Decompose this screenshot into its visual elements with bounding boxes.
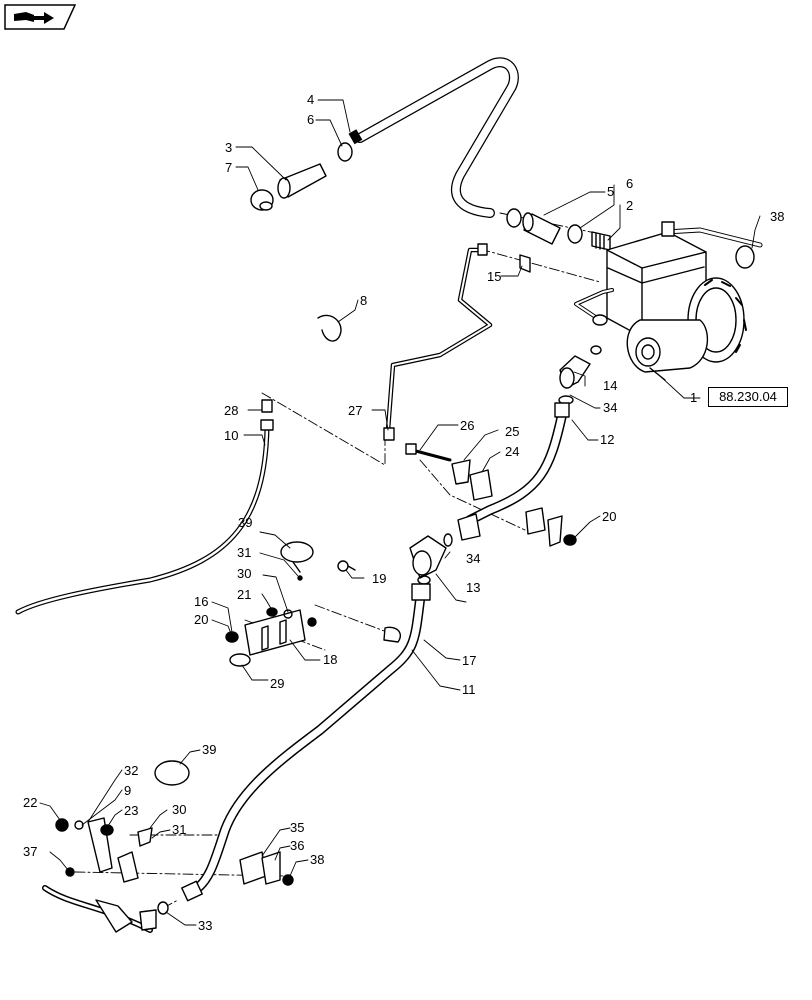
callout-17[interactable]: 17 <box>462 653 476 668</box>
callout-2[interactable]: 2 <box>626 198 633 213</box>
callout-31a[interactable]: 31 <box>237 545 251 560</box>
callout-4[interactable]: 4 <box>307 92 314 107</box>
callout-26[interactable]: 26 <box>460 418 474 433</box>
callout-10[interactable]: 10 <box>224 428 238 443</box>
callout-29[interactable]: 29 <box>270 676 284 691</box>
callout-33[interactable]: 33 <box>198 918 212 933</box>
callout-19[interactable]: 19 <box>372 571 386 586</box>
callout-15[interactable]: 15 <box>487 269 501 284</box>
callout-18[interactable]: 18 <box>323 652 337 667</box>
callout-31b[interactable]: 31 <box>172 822 186 837</box>
callout-38b[interactable]: 38 <box>310 852 324 867</box>
callout-14[interactable]: 14 <box>603 378 617 393</box>
callout-34a[interactable]: 34 <box>603 400 617 415</box>
callout-11[interactable]: 11 <box>462 682 476 697</box>
callout-9[interactable]: 9 <box>124 783 131 798</box>
callout-30a[interactable]: 30 <box>237 566 251 581</box>
callout-25[interactable]: 25 <box>505 424 519 439</box>
callout-1[interactable]: 1 <box>690 390 697 405</box>
callout-38a[interactable]: 38 <box>770 209 784 224</box>
callout-37[interactable]: 37 <box>23 844 37 859</box>
callout-39b[interactable]: 39 <box>202 742 216 757</box>
callout-5[interactable]: 5 <box>607 184 614 199</box>
callout-22[interactable]: 22 <box>23 795 37 810</box>
callout-13[interactable]: 13 <box>466 580 480 595</box>
callout-36[interactable]: 36 <box>290 838 304 853</box>
callout-28[interactable]: 28 <box>224 403 238 418</box>
callout-3[interactable]: 3 <box>225 140 232 155</box>
callout-7[interactable]: 7 <box>225 160 232 175</box>
callout-24[interactable]: 24 <box>505 444 519 459</box>
callout-34b[interactable]: 34 <box>466 551 480 566</box>
callout-30b[interactable]: 30 <box>172 802 186 817</box>
callout-6a[interactable]: 6 <box>307 112 314 127</box>
callout-39a[interactable]: 39 <box>238 515 252 530</box>
callout-27[interactable]: 27 <box>348 403 362 418</box>
callout-23[interactable]: 23 <box>124 803 138 818</box>
callout-35[interactable]: 35 <box>290 820 304 835</box>
callout-20a[interactable]: 20 <box>602 509 616 524</box>
callout-8[interactable]: 8 <box>360 293 367 308</box>
reference-box[interactable]: 88.230.04 <box>708 387 788 407</box>
callout-16[interactable]: 16 <box>194 594 208 609</box>
callout-21[interactable]: 21 <box>237 587 251 602</box>
callout-12[interactable]: 12 <box>600 432 614 447</box>
callout-32[interactable]: 32 <box>124 763 138 778</box>
book-arrow-icon[interactable] <box>4 4 76 30</box>
callout-6b[interactable]: 6 <box>626 176 633 191</box>
callout-20b[interactable]: 20 <box>194 612 208 627</box>
